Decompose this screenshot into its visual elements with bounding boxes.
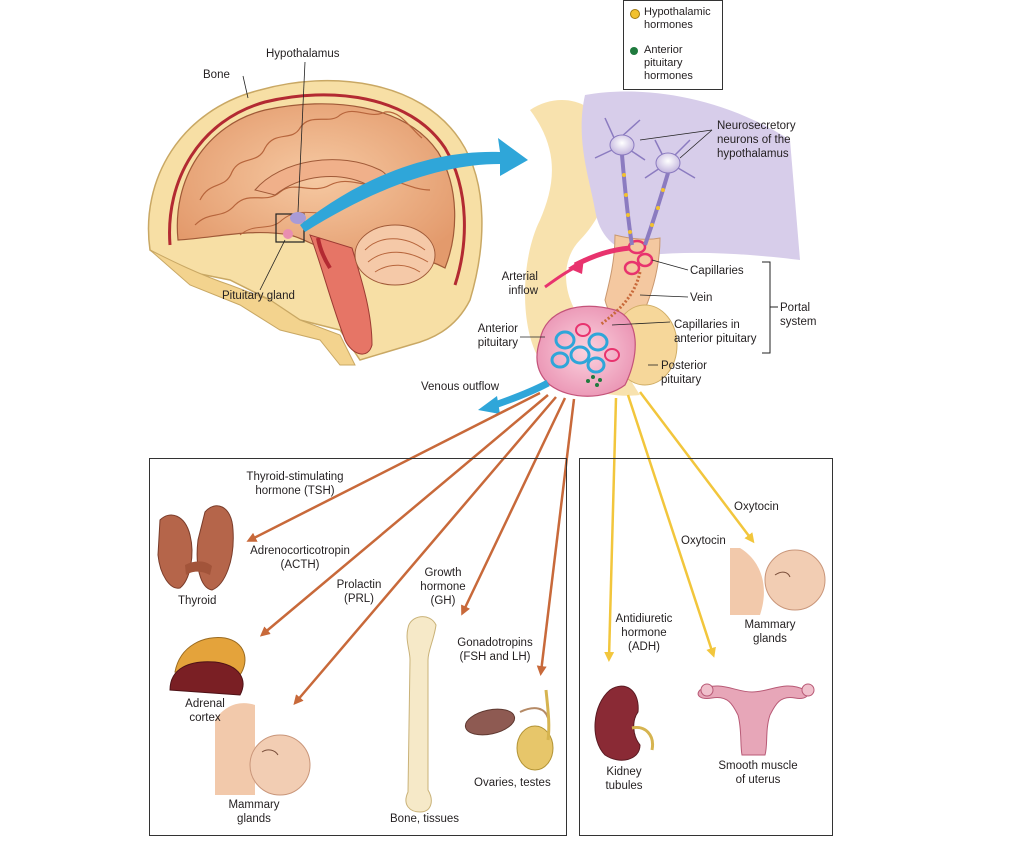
hormone-adh: Antidiuretic hormone (ADH) — [615, 613, 673, 653]
target-mammary-right: Mammary glands — [744, 619, 796, 645]
mammary-left-illustration — [215, 703, 311, 796]
anterior-targets-panel — [149, 458, 567, 836]
label-anterior-pituitary: Anterior pituitary — [477, 323, 518, 349]
arrow-oxytocin-mammary — [639, 391, 755, 544]
hypothalamic-legend-dot — [630, 9, 640, 19]
label-capillaries: Capillaries — [690, 265, 744, 277]
arrow-tsh — [246, 391, 541, 542]
hormone-tsh: Thyroid-stimulating hormone (TSH) — [246, 471, 344, 497]
label-vein: Vein — [690, 292, 713, 304]
label-neurosecretory: Neurosecretory neurons of the hypothalam… — [717, 120, 796, 160]
posterior-targets-panel — [579, 458, 833, 836]
arrow-gh — [461, 397, 567, 616]
posterior-hormone-arrows — [604, 391, 755, 662]
anterior-legend-dot — [630, 47, 638, 55]
kidney-illustration — [594, 685, 655, 761]
legend-hypothalamic: Hypothalamic hormones — [644, 6, 711, 31]
target-kidney: Kidney tubules — [605, 766, 643, 792]
brain-illustration — [147, 61, 483, 366]
legend-anterior: Anterior pituitary hormones — [644, 44, 693, 82]
uterus-illustration — [697, 683, 815, 756]
arrow-oxytocin-uterus — [626, 394, 716, 658]
label-venous-outflow: Venous outflow — [421, 381, 500, 393]
arrow-adh — [604, 397, 618, 662]
label-portal-system: Portal system — [780, 302, 817, 328]
gonads-illustration — [464, 689, 554, 771]
thyroid-illustration — [157, 505, 234, 591]
target-mammary-left: Mammary glands — [228, 799, 280, 825]
label-bone: Bone — [203, 69, 230, 81]
target-adrenal: Adrenal cortex — [185, 698, 225, 724]
arrow-gonadotropins — [536, 398, 576, 676]
legend: Hypothalamic hormones Anterior pituitary… — [623, 0, 723, 90]
label-capillaries-anterior: Capillaries in anterior pituitary — [674, 319, 757, 345]
arrow-prl — [293, 396, 557, 706]
pituitary-zoom — [478, 91, 800, 414]
neurosecretory-neurons — [594, 117, 696, 246]
hormone-gh: Growth hormone (GH) — [420, 567, 466, 607]
hormone-oxytocin-mammary: Oxytocin — [734, 501, 779, 513]
label-arterial-inflow: Arterial inflow — [501, 271, 538, 297]
zoom-arrow — [300, 138, 528, 232]
label-hypothalamus: Hypothalamus — [266, 48, 340, 60]
label-pituitary-gland: Pituitary gland — [222, 290, 295, 302]
target-uterus: Smooth muscle of uterus — [718, 760, 798, 786]
adrenal-illustration — [169, 636, 246, 696]
label-posterior-pituitary: Posterior pituitary — [661, 360, 708, 386]
target-bone: Bone, tissues — [390, 813, 460, 825]
bone-illustration — [405, 616, 437, 813]
hormone-acth: Adrenocorticotropin (ACTH) — [250, 545, 350, 571]
hormone-oxytocin-uterus: Oxytocin — [681, 535, 726, 547]
mammary-right-illustration — [730, 548, 826, 615]
arrow-acth — [259, 394, 549, 637]
hormone-gonadotropins: Gonadotropins (FSH and LH) — [457, 637, 533, 663]
hormone-prl: Prolactin (PRL) — [336, 579, 382, 605]
target-thyroid: Thyroid — [178, 595, 217, 607]
anterior-hormone-arrows — [246, 391, 576, 706]
target-gonads: Ovaries, testes — [474, 777, 551, 789]
